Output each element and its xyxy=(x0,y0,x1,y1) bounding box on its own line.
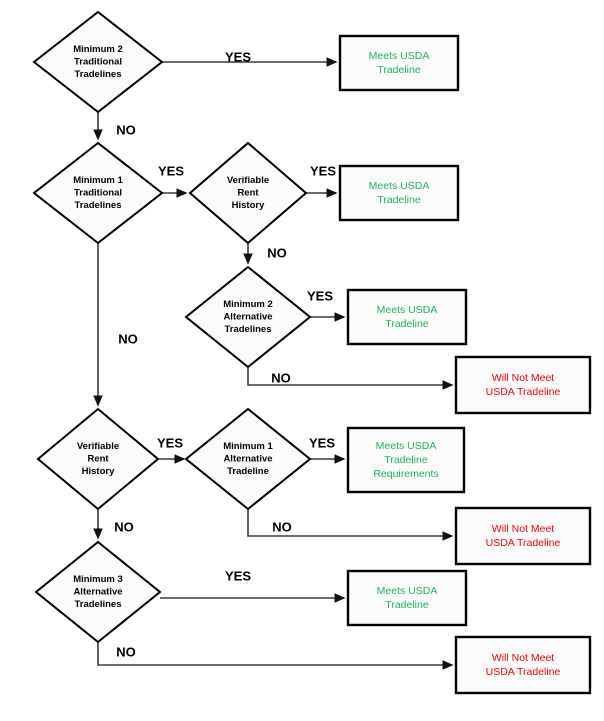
edge-d7-no-to-t8-label: NO xyxy=(116,644,136,659)
decision-label-line: Tradelines xyxy=(75,200,122,211)
edge-d6-no-to-t6-label: NO xyxy=(272,519,292,534)
decision-label-line: Minimum 1 xyxy=(223,441,273,452)
decision-label-line: Traditional xyxy=(74,57,122,68)
edge-d3-yes-to-t2-label: YES xyxy=(310,163,336,178)
decision-shape xyxy=(36,407,160,511)
edge-d1-no-to-d2-label: NO xyxy=(116,122,136,137)
terminal-label-line: Will Not Meet xyxy=(492,372,555,384)
decision-shape xyxy=(184,407,312,511)
edge-d4-yes-to-t3-label: YES xyxy=(307,288,333,303)
decision-label-line: Verifiable xyxy=(77,441,119,452)
decision-label-line: Alternative xyxy=(223,454,272,465)
terminal-label-line: USDA Tradeline xyxy=(486,537,561,549)
decision-label-line: Minimum 1 xyxy=(73,175,123,186)
decision-label-line: History xyxy=(232,200,265,211)
terminal-label-line: Meets USDA xyxy=(376,440,437,452)
decision-shape xyxy=(32,141,164,245)
decision-label-line: Verifiable xyxy=(227,175,269,186)
terminal-box xyxy=(338,164,460,222)
terminal-label-line: Tradeline xyxy=(377,194,421,206)
terminal-label-line: Will Not Meet xyxy=(492,652,555,664)
terminal-label-line: Meets USDA xyxy=(377,585,438,597)
terminal-box xyxy=(338,34,460,92)
decision-shape xyxy=(188,141,308,245)
decision-label-line: Tradelines xyxy=(225,324,272,335)
terminal-box xyxy=(346,569,468,627)
terminal-label-line: Tradeline xyxy=(385,318,429,330)
edge-d6-no-to-t6 xyxy=(247,509,454,541)
edge-d7-yes-to-t7-label: YES xyxy=(225,568,251,583)
decision-label-line: Alternative xyxy=(73,587,122,598)
edge-d2-no-to-d5-label: NO xyxy=(118,331,138,346)
edges-layer xyxy=(93,57,454,670)
decision-label-line: Tradeline xyxy=(227,466,269,477)
terminal-meets-usda-tradeline-1[interactable]: Meets USDA Tradeline xyxy=(338,34,460,92)
terminal-label-line: Requirements xyxy=(373,468,438,480)
terminal-meets-usda-tradeline-2[interactable]: Meets USDA Tradeline xyxy=(338,164,460,222)
terminal-label-line: Will Not Meet xyxy=(492,523,555,535)
terminal-label-line: Tradeline xyxy=(377,64,421,76)
decision-label-line: Rent xyxy=(87,454,109,465)
decision-label-line: History xyxy=(82,466,115,477)
decision-label-line: Tradelines xyxy=(75,599,122,610)
terminal-label-line: Meets USDA xyxy=(369,50,430,62)
edge-d4-no-to-t4 xyxy=(247,367,454,390)
terminal-box xyxy=(454,355,592,415)
decision-label-line: Minimum 2 xyxy=(223,299,273,310)
decision-label-line: Traditional xyxy=(74,188,122,199)
terminal-meets-usda-tradeline-4[interactable]: Meets USDA Tradeline xyxy=(346,569,468,627)
decision-shape xyxy=(34,540,162,644)
edge-d5-yes-to-d6-label: YES xyxy=(157,435,183,450)
edge-d7-no-to-t8 xyxy=(97,642,454,670)
decision-shape xyxy=(32,10,164,114)
edge-d4-no-to-t4-label: NO xyxy=(271,370,291,385)
decision-shape xyxy=(184,265,312,369)
terminal-label-line: Tradeline xyxy=(384,454,428,466)
edge-labels-layer: YES NO YES YES NO YES NO NO YES YES NO NO YES NO xyxy=(114,49,336,659)
terminal-label-line: Meets USDA xyxy=(369,180,430,192)
decision-label-line: Rent xyxy=(237,188,259,199)
terminal-label-line: Tradeline xyxy=(385,599,429,611)
decision-label-line: Tradelines xyxy=(75,69,122,80)
terminal-label-line: USDA Tradeline xyxy=(486,666,561,678)
terminal-box xyxy=(454,635,592,695)
edge-d5-no-to-d7-label: NO xyxy=(114,519,134,534)
decision-label-line: Minimum 3 xyxy=(73,574,123,585)
terminal-box xyxy=(346,288,468,346)
decision-label-line: Minimum 2 xyxy=(73,44,123,55)
terminal-label-line: USDA Tradeline xyxy=(486,386,561,398)
terminal-box xyxy=(454,506,592,566)
edge-d1-yes-to-t1-label: YES xyxy=(225,49,251,64)
terminal-box xyxy=(346,426,466,494)
edge-d2-yes-to-d3-label: YES xyxy=(158,163,184,178)
terminal-label-line: Meets USDA xyxy=(377,304,438,316)
decision-label-line: Alternative xyxy=(223,312,272,323)
terminal-meets-usda-tradeline-3[interactable]: Meets USDA Tradeline xyxy=(346,288,468,346)
edge-d3-no-to-d4-label: NO xyxy=(267,245,287,260)
edge-d6-yes-to-t5-label: YES xyxy=(309,435,335,450)
